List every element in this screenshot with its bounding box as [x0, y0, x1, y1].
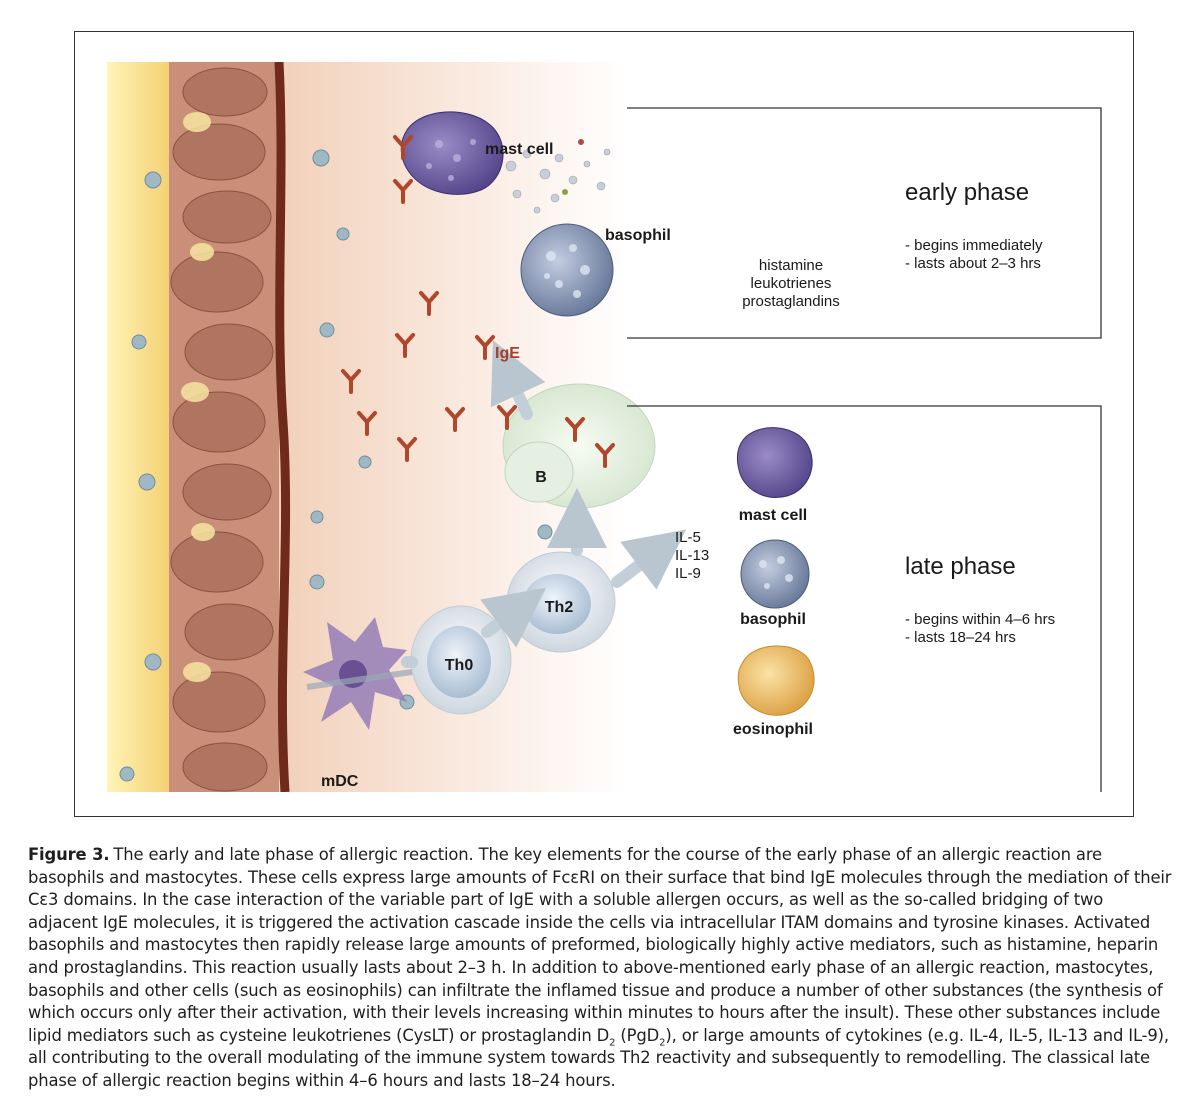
- basophil-late: [740, 539, 810, 609]
- caption-text-2: (PgD: [615, 1025, 660, 1045]
- early-phase-title: early phase: [905, 179, 1029, 206]
- label-ige: IgE: [495, 345, 520, 362]
- allergen-particles: [119, 149, 553, 782]
- label-th0: Th0: [445, 657, 474, 674]
- mast-cell-early: [400, 111, 504, 195]
- allergic-reaction-illustration: mast cell basophil histamine leukotriene…: [107, 62, 1105, 792]
- caption-text-3: ), or large amounts of cytokines (e.g. I…: [28, 1025, 1169, 1090]
- label-mast-cell-early: mast cell: [485, 141, 553, 158]
- eosinophil-late: [737, 645, 815, 716]
- pathway-arrows: [401, 340, 687, 668]
- label-b-cell: B: [535, 469, 547, 486]
- mucus-layer: [107, 62, 177, 792]
- ige-antibodies: [341, 135, 615, 468]
- b-cell: [502, 383, 656, 509]
- early-phase-line-2: - lasts about 2–3 hrs: [905, 255, 1041, 272]
- late-phase-box: [627, 405, 1102, 792]
- label-mast-cell-late: mast cell: [739, 507, 807, 524]
- late-phase-line-1: - begins within 4–6 hrs: [905, 611, 1055, 628]
- caption-text-1: The early and late phase of allergic rea…: [28, 845, 1172, 1045]
- mdc-to-th0-arrow: [306, 669, 413, 690]
- caption-subscript-1: 2: [609, 1037, 616, 1049]
- label-basophil-early: basophil: [605, 227, 671, 244]
- label-il13: IL-13: [675, 547, 709, 564]
- label-histamine: histamine: [759, 257, 823, 274]
- late-phase-title: late phase: [905, 553, 1016, 580]
- early-phase-line-1: - begins immediately: [905, 237, 1043, 254]
- label-leukotrienes: leukotrienes: [751, 275, 832, 292]
- label-il5: IL-5: [675, 529, 701, 546]
- figure-label: Figure 3.: [28, 845, 110, 864]
- late-phase-line-2: - lasts 18–24 hrs: [905, 629, 1016, 646]
- basophil-early: [520, 223, 614, 317]
- figure-caption: Figure 3.The early and late phase of all…: [28, 844, 1176, 1093]
- mast-cell-late: [736, 427, 813, 498]
- figure-frame: mast cell basophil histamine leukotriene…: [74, 31, 1134, 817]
- label-basophil-late: basophil: [740, 611, 806, 628]
- label-il9: IL-9: [675, 565, 701, 582]
- label-th2: Th2: [545, 599, 574, 616]
- caption-subscript-2: 2: [659, 1037, 666, 1049]
- epithelium: [169, 62, 291, 792]
- early-phase-box: [627, 107, 1102, 339]
- label-mdc: mDC: [321, 773, 359, 790]
- label-eosinophil: eosinophil: [733, 721, 813, 738]
- label-prostaglandins: prostaglandins: [742, 293, 840, 310]
